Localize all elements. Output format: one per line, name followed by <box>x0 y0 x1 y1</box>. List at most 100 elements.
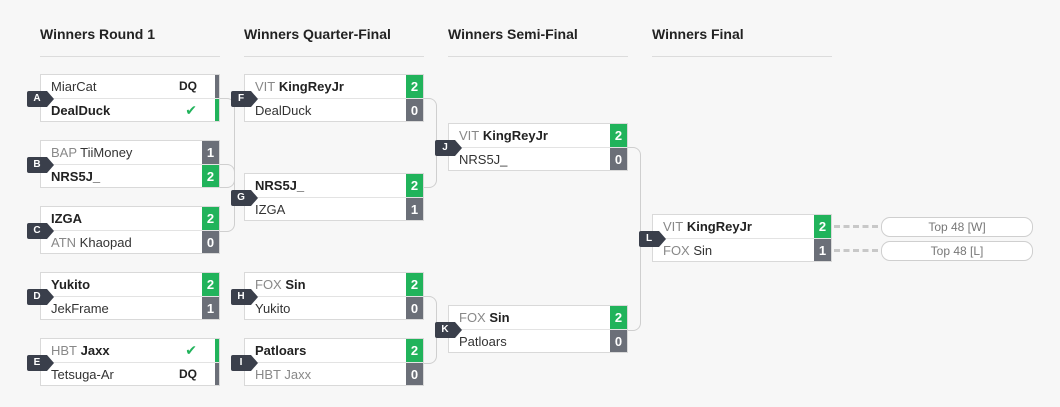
check-icon: ✔ <box>185 342 197 358</box>
player-name: KingReyJr <box>482 128 548 143</box>
player-name: Yukito <box>255 301 291 316</box>
match-player-row[interactable]: VIT KingReyJr 2 <box>245 75 423 98</box>
match-player-row[interactable]: VIT KingReyJr 2 <box>653 215 831 238</box>
match-player-row[interactable]: HBT Jaxx ✔ <box>41 339 219 362</box>
score: 0 <box>406 297 423 319</box>
team-prefix: VIT <box>663 219 684 234</box>
dq-label: DQ <box>179 367 197 381</box>
match-e[interactable]: HBT Jaxx ✔ Tetsuga-Ar DQ <box>40 338 220 386</box>
check-icon: ✔ <box>185 102 197 118</box>
match-player-row[interactable]: JekFrame 1 <box>41 296 219 319</box>
score: 2 <box>406 273 423 296</box>
player-name: Sin <box>489 310 510 325</box>
player-name: Tetsuga-Ar <box>51 367 114 382</box>
team-prefix: FOX <box>663 243 690 258</box>
result-bar <box>215 75 219 98</box>
match-f[interactable]: VIT KingReyJr 2 DealDuck 0 <box>244 74 424 122</box>
score: 2 <box>406 339 423 362</box>
score: 1 <box>814 239 831 261</box>
round-divider <box>448 56 628 57</box>
match-j[interactable]: VIT KingReyJr 2 NRS5J_ 0 <box>448 123 628 171</box>
match-player-row[interactable]: VIT KingReyJr 2 <box>449 124 627 147</box>
match-k[interactable]: FOX Sin 2 Patloars 0 <box>448 305 628 353</box>
bracket-connector <box>220 98 235 188</box>
player-name: KingReyJr <box>686 219 752 234</box>
match-tag-i: I <box>231 355 258 371</box>
match-player-row[interactable]: DealDuck 0 <box>245 98 423 121</box>
match-tag-h: H <box>231 289 258 305</box>
match-tag-e: E <box>27 355 54 371</box>
match-player-row[interactable]: NRS5J_ 0 <box>449 147 627 170</box>
score: 1 <box>202 141 219 164</box>
match-d[interactable]: Yukito 2 JekFrame 1 <box>40 272 220 320</box>
player-name: TiiMoney <box>80 145 133 160</box>
player-name: Jaxx <box>284 367 312 382</box>
match-b[interactable]: BAP TiiMoney 1 NRS5J_ 2 <box>40 140 220 188</box>
round-divider <box>40 56 220 57</box>
match-a[interactable]: MiarCat DQ DealDuck ✔ <box>40 74 220 122</box>
match-l[interactable]: VIT KingReyJr 2 FOX Sin 1 <box>652 214 832 262</box>
score: 2 <box>610 306 627 329</box>
match-player-row[interactable]: BAP TiiMoney 1 <box>41 141 219 164</box>
match-tag-b: B <box>27 157 54 173</box>
match-player-row[interactable]: IZGA 1 <box>245 197 423 220</box>
match-tag-l: L <box>639 231 666 247</box>
match-player-row[interactable]: Yukito 0 <box>245 296 423 319</box>
player-name: Patloars <box>459 334 507 349</box>
team-prefix: HBT <box>51 343 77 358</box>
placement-loser[interactable]: Top 48 [L] <box>881 241 1033 261</box>
match-player-row[interactable]: Patloars 0 <box>449 329 627 352</box>
match-i[interactable]: Patloars 2 HBT Jaxx 0 <box>244 338 424 386</box>
match-player-row[interactable]: Tetsuga-Ar DQ <box>41 362 219 385</box>
match-tag-a: A <box>27 91 54 107</box>
team-prefix: FOX <box>255 277 282 292</box>
match-player-row[interactable]: NRS5J_ 2 <box>41 164 219 187</box>
placement-winner[interactable]: Top 48 [W] <box>881 217 1033 237</box>
match-tag-c: C <box>27 223 54 239</box>
score: 0 <box>610 330 627 352</box>
match-h[interactable]: FOX Sin 2 Yukito 0 <box>244 272 424 320</box>
score: 0 <box>406 99 423 121</box>
player-name: NRS5J_ <box>255 178 305 193</box>
match-c[interactable]: IZGA 2 ATN Khaopad 0 <box>40 206 220 254</box>
match-player-row[interactable]: FOX Sin 1 <box>653 238 831 261</box>
match-player-row[interactable]: DealDuck ✔ <box>41 98 219 121</box>
match-player-row[interactable]: IZGA 2 <box>41 207 219 230</box>
team-prefix: BAP <box>51 145 77 160</box>
player-name: Jaxx <box>80 343 110 358</box>
score: 2 <box>202 273 219 296</box>
match-player-row[interactable]: NRS5J_ 2 <box>245 174 423 197</box>
match-player-row[interactable]: MiarCat DQ <box>41 75 219 98</box>
player-name: Yukito <box>51 277 91 292</box>
player-name: Sin <box>693 243 713 258</box>
match-player-row[interactable]: FOX Sin 2 <box>449 306 627 329</box>
team-prefix: FOX <box>459 310 486 325</box>
result-bar <box>215 363 219 385</box>
match-player-row[interactable]: Yukito 2 <box>41 273 219 296</box>
match-g[interactable]: NRS5J_ 2 IZGA 1 <box>244 173 424 221</box>
match-tag-k: K <box>435 322 462 338</box>
dq-label: DQ <box>179 79 197 93</box>
team-prefix: ATN <box>51 235 77 250</box>
score: 0 <box>202 231 219 253</box>
player-name: Sin <box>285 277 306 292</box>
team-prefix: HBT <box>255 367 281 382</box>
round-divider <box>244 56 424 57</box>
player-name: NRS5J_ <box>51 169 101 184</box>
match-player-row[interactable]: HBT Jaxx 0 <box>245 362 423 385</box>
match-tag-f: F <box>231 91 258 107</box>
player-name: KingReyJr <box>278 79 344 94</box>
match-player-row[interactable]: ATN Khaopad 0 <box>41 230 219 253</box>
result-bar <box>215 339 219 362</box>
match-player-row[interactable]: FOX Sin 2 <box>245 273 423 296</box>
placement-connector <box>834 249 878 252</box>
score: 0 <box>610 148 627 170</box>
match-player-row[interactable]: Patloars 2 <box>245 339 423 362</box>
player-name: JekFrame <box>51 301 109 316</box>
round-divider <box>652 56 832 57</box>
player-name: MiarCat <box>51 79 97 94</box>
round-title-winners-final: Winners Final <box>652 26 744 42</box>
team-prefix: VIT <box>459 128 480 143</box>
score: 2 <box>406 174 423 197</box>
player-name: Khaopad <box>79 235 132 250</box>
